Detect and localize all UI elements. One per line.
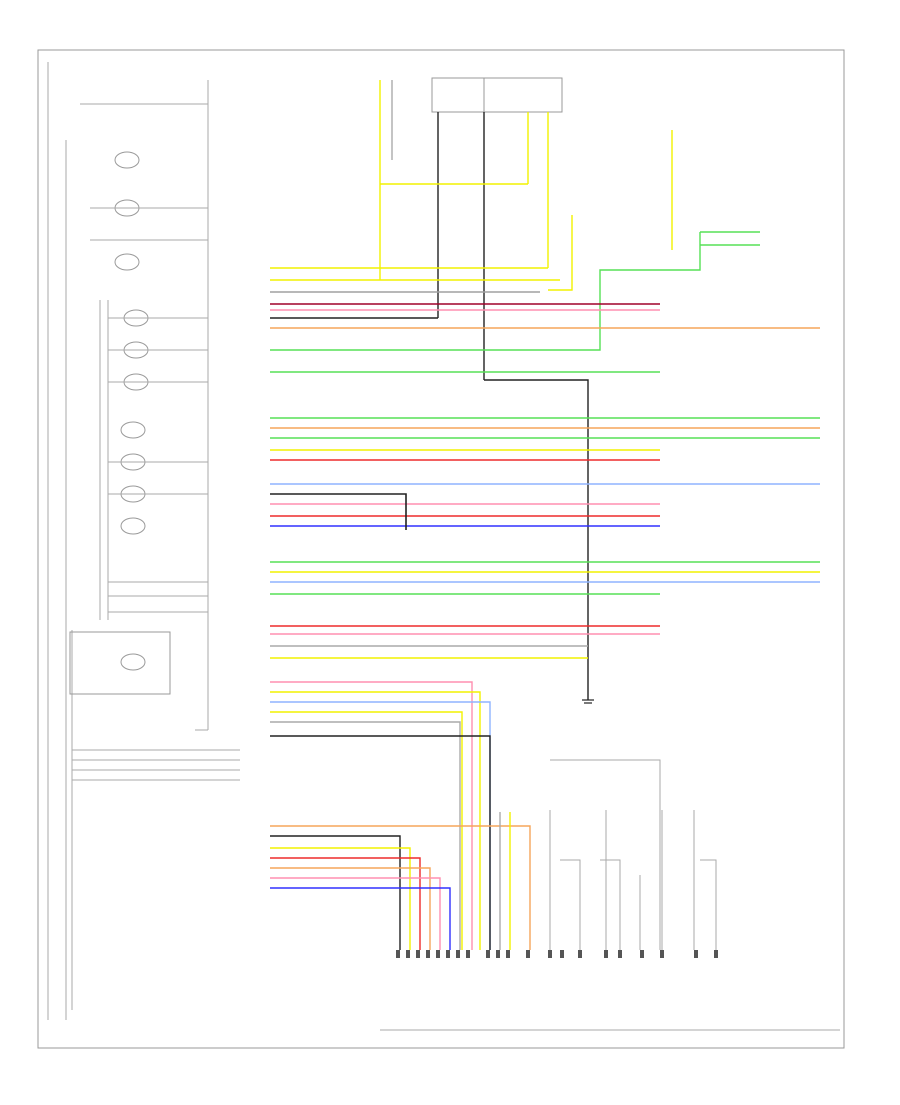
top-drops <box>270 80 760 700</box>
switch-module-box <box>69 631 171 695</box>
left-bus-lines <box>47 62 209 1020</box>
fuse-box <box>431 77 563 113</box>
harness-group-1 <box>270 267 820 373</box>
harness-group-2 <box>270 417 820 461</box>
lamp-symbol <box>114 253 140 271</box>
switch-symbol <box>120 653 146 671</box>
switch-symbol <box>120 517 146 535</box>
harness-group-5 <box>270 681 531 950</box>
harness-group-4 <box>270 561 820 659</box>
ground-symbol <box>582 699 594 704</box>
sub-circuits <box>380 759 840 1031</box>
harness-group-3 <box>270 483 820 530</box>
diagram-frame <box>37 49 845 1049</box>
left-leads <box>72 103 240 781</box>
lamp-symbol <box>114 151 140 169</box>
switch-symbols <box>69 151 171 695</box>
switch-symbol <box>120 421 146 439</box>
connector-pins <box>396 950 718 958</box>
